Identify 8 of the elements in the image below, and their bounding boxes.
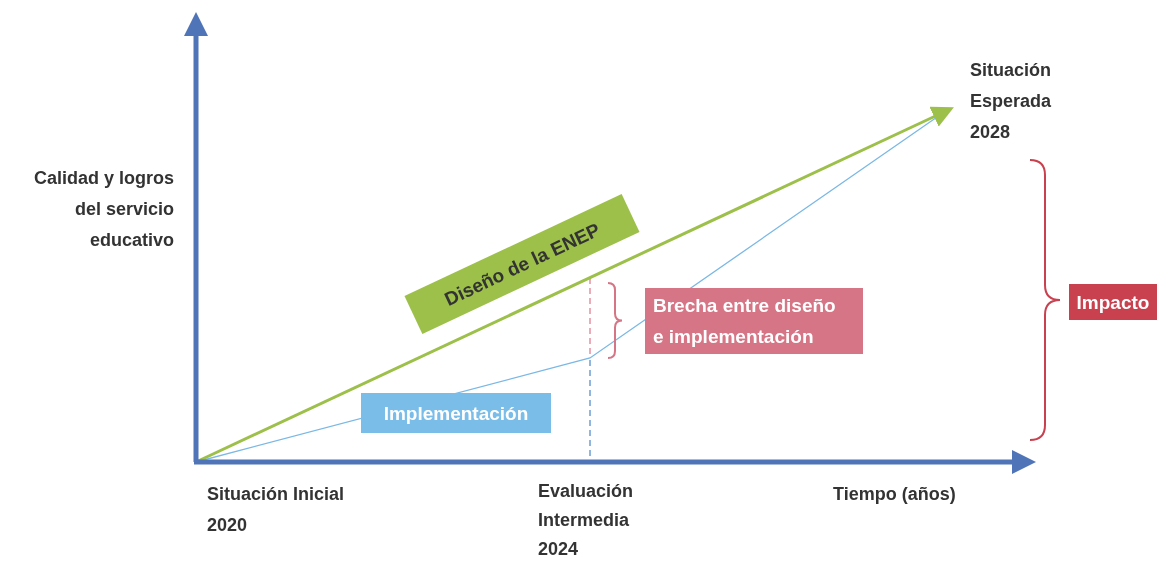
gap-box: Brecha entre diseño e implementación — [645, 288, 863, 354]
expected-situation-label: Situación Esperada 2028 — [970, 59, 1053, 144]
impact-box: Impacto — [1069, 284, 1157, 320]
initial-situation-label: Situación Inicial 2020 — [207, 483, 346, 537]
implementation-box: Implementación — [361, 393, 551, 433]
x-axis-title: Tiempo (años) — [833, 483, 957, 506]
midterm-evaluation-label: Evaluación Intermedia 2024 — [538, 480, 635, 561]
y-axis-title: Calidad y logros del servicio educativo — [32, 167, 174, 252]
